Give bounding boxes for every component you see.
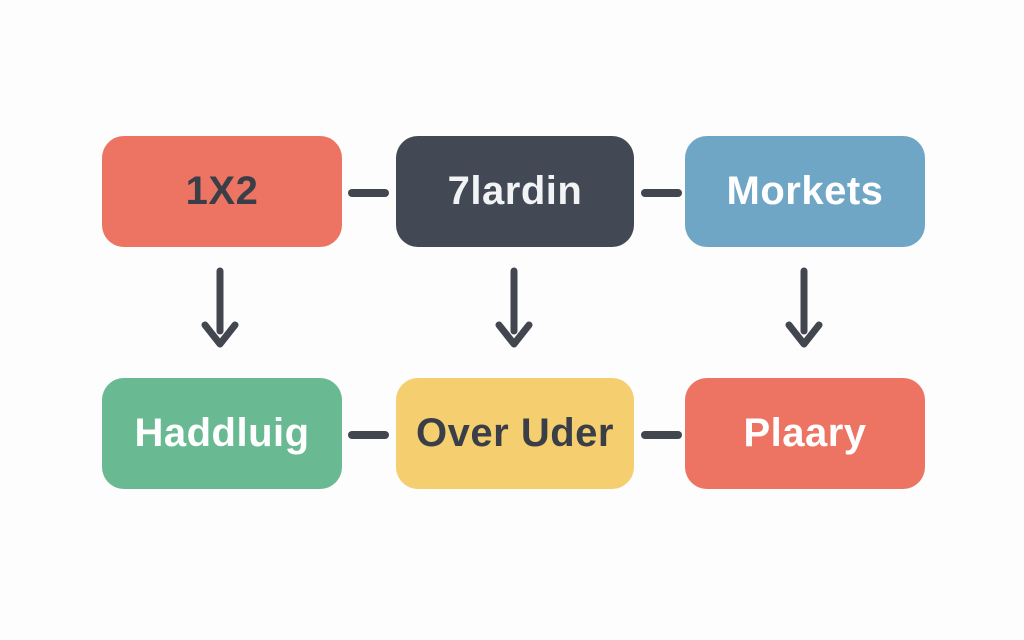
link-dash-1x2-7lardin	[348, 189, 389, 197]
link-dash-7lardin-morkets	[641, 189, 682, 197]
node-label: Over Uder	[416, 411, 614, 455]
link-dash-haddluig-overuder	[348, 431, 389, 439]
node-label: Morkets	[726, 169, 884, 213]
down-arrow-icon	[495, 267, 533, 348]
node-haddluig: Haddluig	[102, 378, 342, 489]
node-plaary: Plaary	[685, 378, 925, 489]
down-arrow-icon	[201, 267, 239, 348]
node-1x2: 1X2	[102, 136, 342, 247]
link-dash-overuder-plaary	[641, 431, 682, 439]
node-label: Plaary	[743, 411, 867, 455]
node-7lardin: 7lardin	[396, 136, 634, 247]
node-over-uder: Over Uder	[396, 378, 634, 489]
down-arrow-icon	[785, 267, 823, 348]
node-label: 1X2	[185, 169, 259, 213]
node-label: 7lardin	[447, 169, 583, 213]
node-label: Haddluig	[134, 411, 310, 455]
node-morkets: Morkets	[685, 136, 925, 247]
